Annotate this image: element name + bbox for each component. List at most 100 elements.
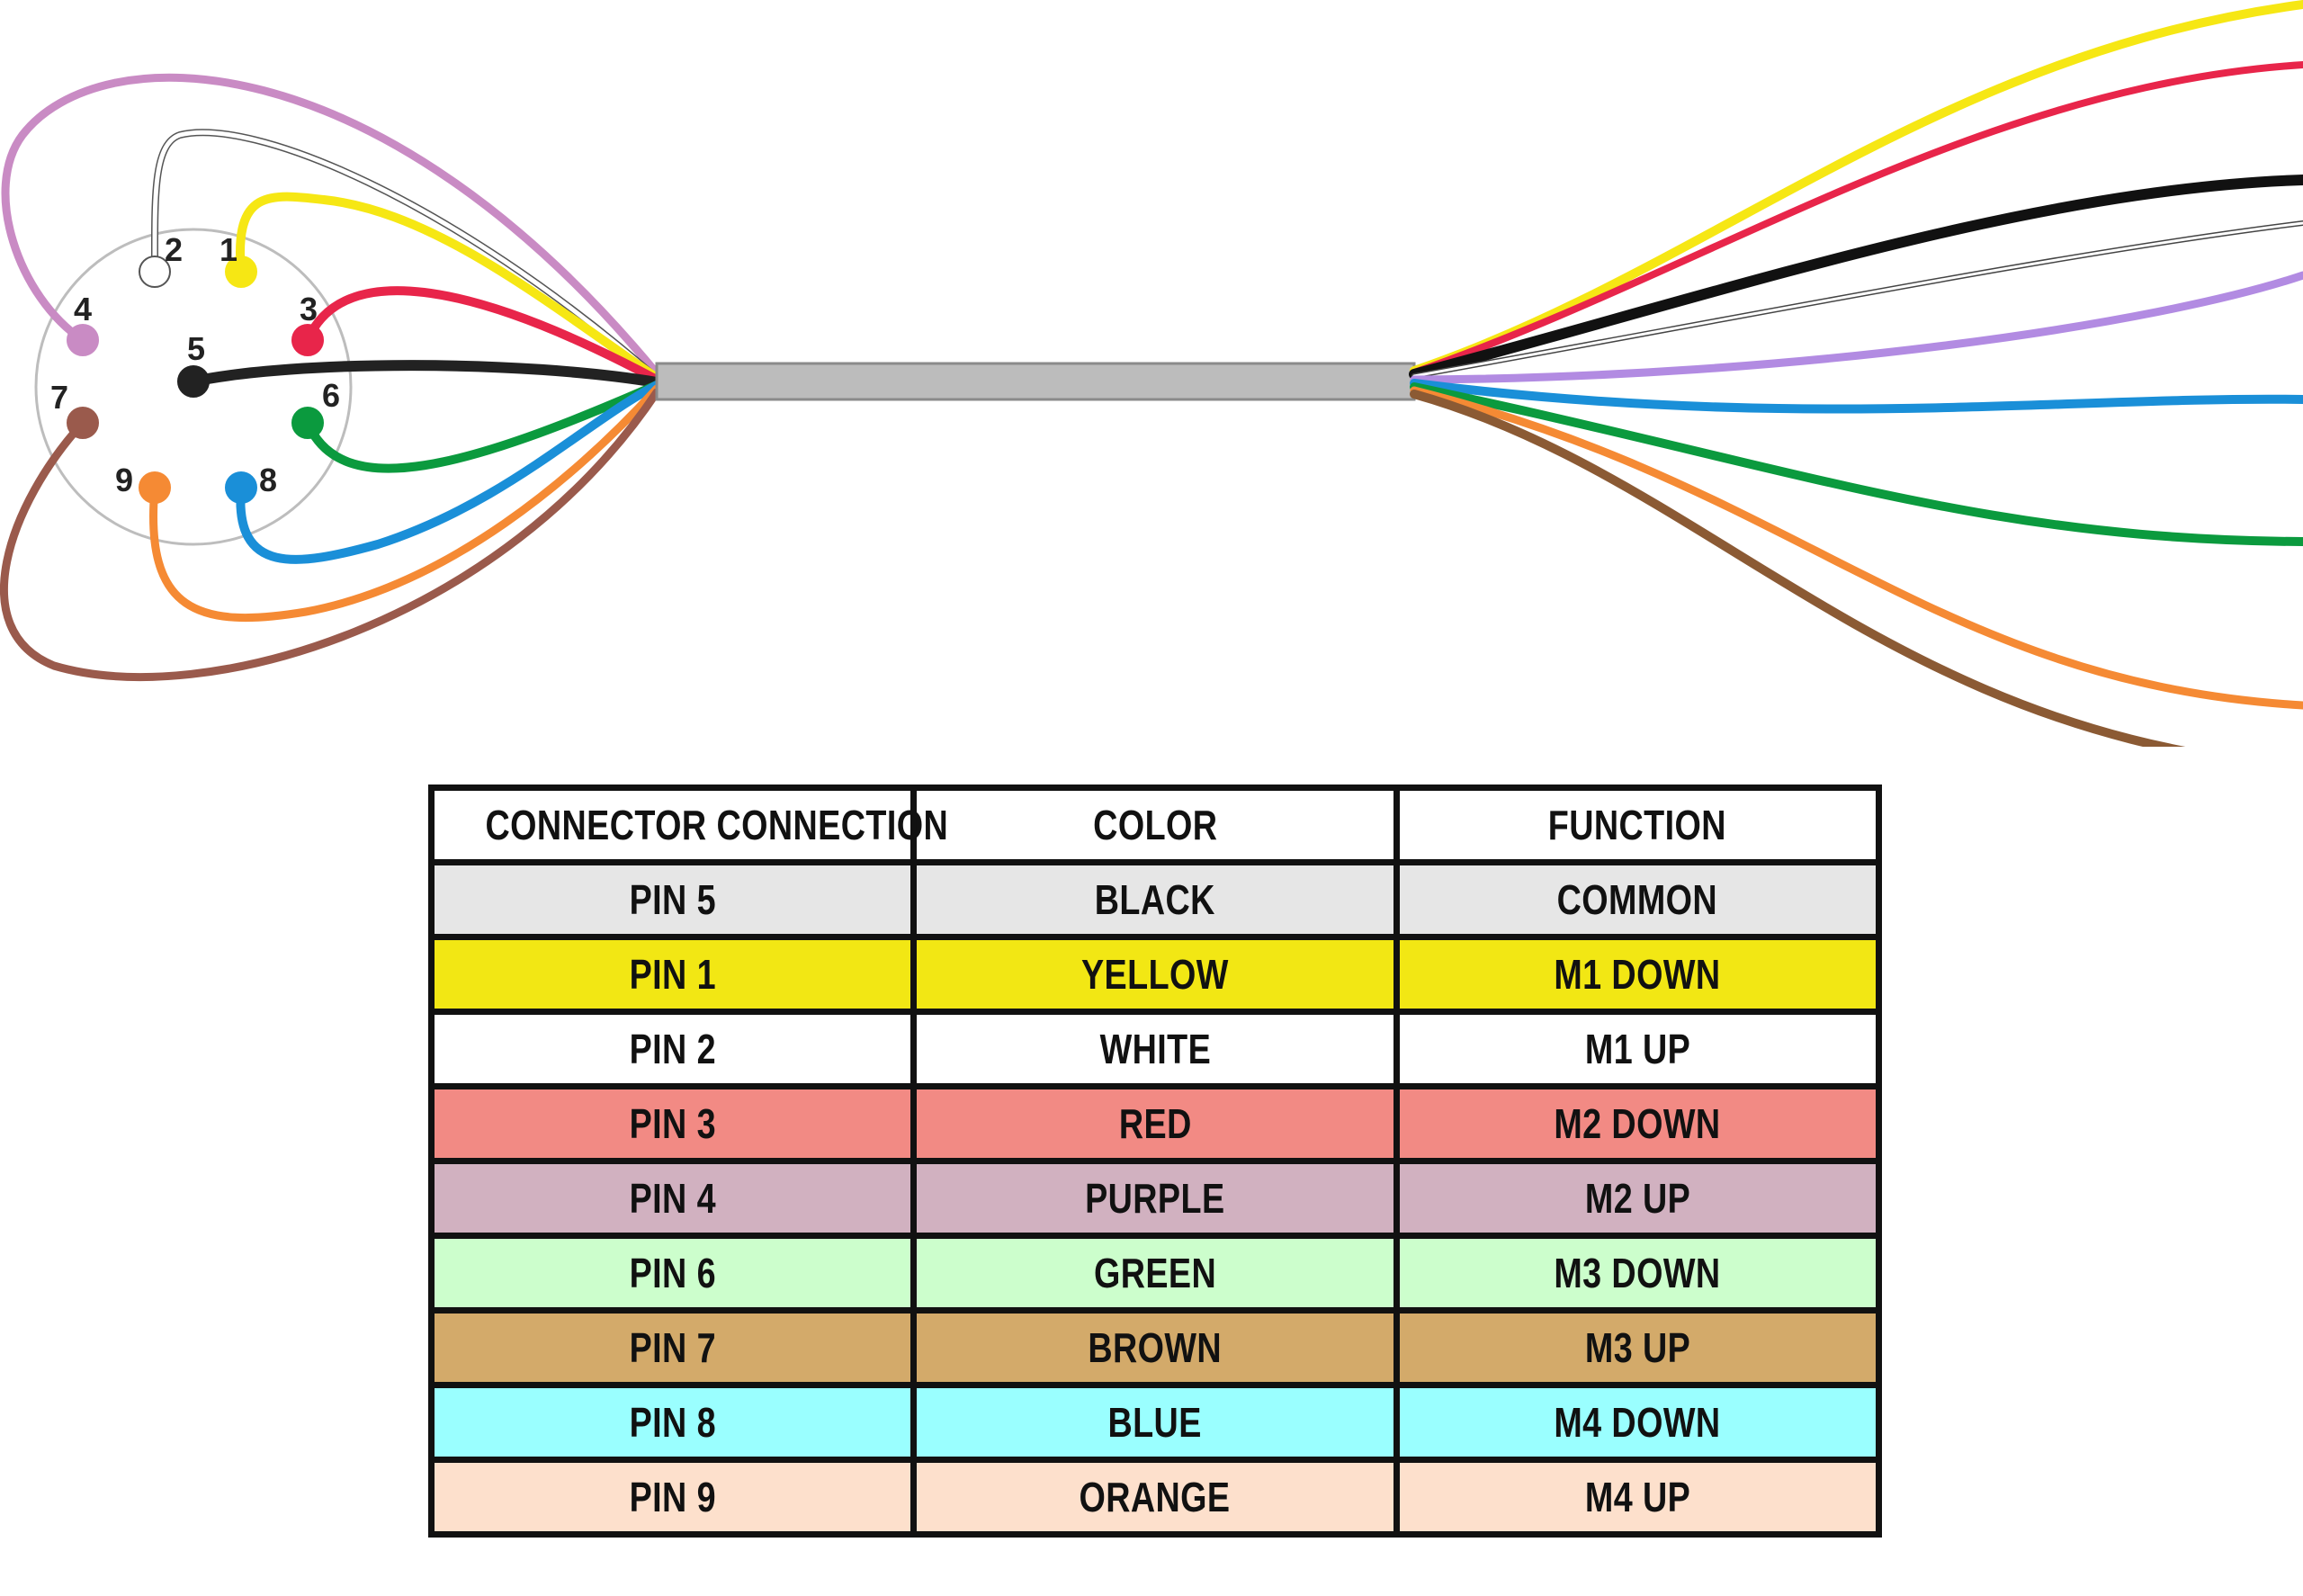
pin-3-dot <box>291 324 324 356</box>
connector-wires <box>0 73 662 681</box>
cell-color: ORANGE <box>910 1457 1400 1538</box>
cell-color: GREEN <box>910 1233 1400 1314</box>
cell-color-text: BROWN <box>1088 1324 1223 1371</box>
cell-function: M2 DOWN <box>1393 1083 1883 1164</box>
wire-pin1 <box>236 192 661 382</box>
cell-function: M3 DOWN <box>1393 1233 1883 1314</box>
lead-red <box>1411 61 2303 376</box>
cell-function: M1 UP <box>1393 1009 1883 1089</box>
pin-8-label: 8 <box>259 462 277 498</box>
pin-6-label: 6 <box>322 377 340 414</box>
cell-function: M1 DOWN <box>1393 934 1883 1015</box>
cell-function: M4 UP <box>1393 1457 1883 1538</box>
wire-pin3 <box>303 286 661 384</box>
wire-pin5 <box>188 360 662 388</box>
table-header-row: CONNECTOR CONNECTION COLOR FUNCTION <box>427 785 1883 865</box>
cell-function-text: M4 DOWN <box>1554 1399 1721 1446</box>
wire-pin4 <box>1 73 661 378</box>
cell-color: BROWN <box>910 1307 1400 1388</box>
pin-5-label: 5 <box>187 330 205 367</box>
cell-pin-text: PIN 9 <box>629 1474 716 1520</box>
pin-7-dot <box>67 407 99 439</box>
cell-pin-text: PIN 1 <box>629 951 716 998</box>
cell-function: COMMON <box>1393 859 1883 940</box>
cell-pin: PIN 2 <box>427 1009 918 1089</box>
pin-1-label: 1 <box>220 231 237 268</box>
cell-function-text: COMMON <box>1557 876 1718 923</box>
cable-diagram: 12 3 4 5 6 7 8 9 <box>0 0 2303 747</box>
cell-color-text: WHITE <box>1099 1026 1211 1072</box>
cell-function: M3 UP <box>1393 1307 1883 1388</box>
cell-color-text: ORANGE <box>1079 1474 1231 1520</box>
cell-color: RED <box>910 1083 1400 1164</box>
connector-pins: 12 3 4 5 6 7 8 9 <box>50 231 340 504</box>
cell-function-text: M3 UP <box>1584 1324 1690 1371</box>
connector-face <box>34 228 353 546</box>
wire-pin6 <box>303 381 661 473</box>
pin-2-label: 2 <box>165 231 183 268</box>
lead-yellow <box>1410 0 2303 375</box>
wire-pin9 <box>149 384 661 623</box>
cell-pin-text: PIN 6 <box>629 1250 716 1296</box>
pin-5-dot <box>177 365 210 398</box>
pin-4-dot <box>67 324 99 356</box>
cell-function-text: M1 UP <box>1584 1026 1690 1072</box>
cell-pin: PIN 8 <box>427 1382 918 1463</box>
header-color: COLOR <box>910 785 1400 865</box>
lead-purple <box>1410 271 2303 384</box>
cell-pin: PIN 7 <box>427 1307 918 1388</box>
cell-function-text: M3 DOWN <box>1554 1250 1721 1296</box>
cell-pin-text: PIN 2 <box>629 1026 716 1072</box>
cell-color-text: BLUE <box>1107 1399 1203 1446</box>
cell-color-text: RED <box>1118 1100 1192 1147</box>
pin-9-label: 9 <box>115 462 133 498</box>
header-connector-connection: CONNECTOR CONNECTION <box>427 785 948 865</box>
lead-green <box>1410 382 2303 546</box>
cell-pin-text: PIN 7 <box>629 1324 716 1371</box>
cell-function-text: M2 UP <box>1584 1175 1690 1222</box>
pin-7-label: 7 <box>50 379 68 416</box>
cell-color: YELLOW <box>910 934 1400 1015</box>
wire-pin8 <box>236 381 661 564</box>
table-row: PIN 8 BLUE M4 DOWN <box>427 1382 1883 1463</box>
table-row: PIN 3 RED M2 DOWN <box>427 1083 1883 1164</box>
lead-orange <box>1410 386 2303 710</box>
lead-blue <box>1410 379 2303 414</box>
pin-4-label: 4 <box>74 291 92 327</box>
cell-pin: PIN 5 <box>427 859 918 940</box>
cable-leads <box>1409 0 2303 747</box>
pin-3-label: 3 <box>300 291 318 327</box>
cell-pin: PIN 3 <box>427 1083 918 1164</box>
cell-color: WHITE <box>910 1009 1400 1089</box>
cell-color-text: PURPLE <box>1085 1175 1225 1222</box>
cell-pin: PIN 1 <box>427 934 918 1015</box>
cell-pin-text: PIN 3 <box>629 1100 716 1147</box>
cell-color: BLACK <box>910 859 1400 940</box>
pin-1-dot <box>225 256 257 288</box>
cable-jacket <box>655 362 1416 401</box>
cell-pin-text: PIN 8 <box>629 1399 716 1446</box>
cell-pin: PIN 4 <box>427 1158 918 1239</box>
cell-color: PURPLE <box>910 1158 1400 1239</box>
cell-function-text: M4 UP <box>1584 1474 1690 1520</box>
cell-pin: PIN 9 <box>427 1457 918 1538</box>
wire-pin2 <box>152 130 659 381</box>
cell-pin-text: PIN 4 <box>629 1175 716 1222</box>
table-row: PIN 9 ORANGE M4 UP <box>427 1457 1883 1538</box>
cell-color-text: GREEN <box>1093 1250 1216 1296</box>
connector <box>34 228 353 546</box>
cell-function-text: M2 DOWN <box>1554 1100 1721 1147</box>
lead-white <box>1412 221 2303 378</box>
cell-pin-text: PIN 5 <box>629 876 716 923</box>
cell-color-text: YELLOW <box>1080 951 1229 998</box>
pin-9-dot <box>139 471 171 504</box>
lead-brown <box>1410 390 2187 747</box>
header-function: FUNCTION <box>1393 785 1883 865</box>
table-row: PIN 4 PURPLE M2 UP <box>427 1158 1883 1239</box>
table-row: PIN 2 WHITE M1 UP <box>427 1009 1883 1089</box>
cell-function: M4 DOWN <box>1393 1382 1883 1463</box>
table-row: PIN 1 YELLOW M1 DOWN <box>427 934 1883 1015</box>
cell-color-text: BLACK <box>1094 876 1215 923</box>
cell-function-text: M1 DOWN <box>1554 951 1721 998</box>
pin-6-dot <box>291 407 324 439</box>
